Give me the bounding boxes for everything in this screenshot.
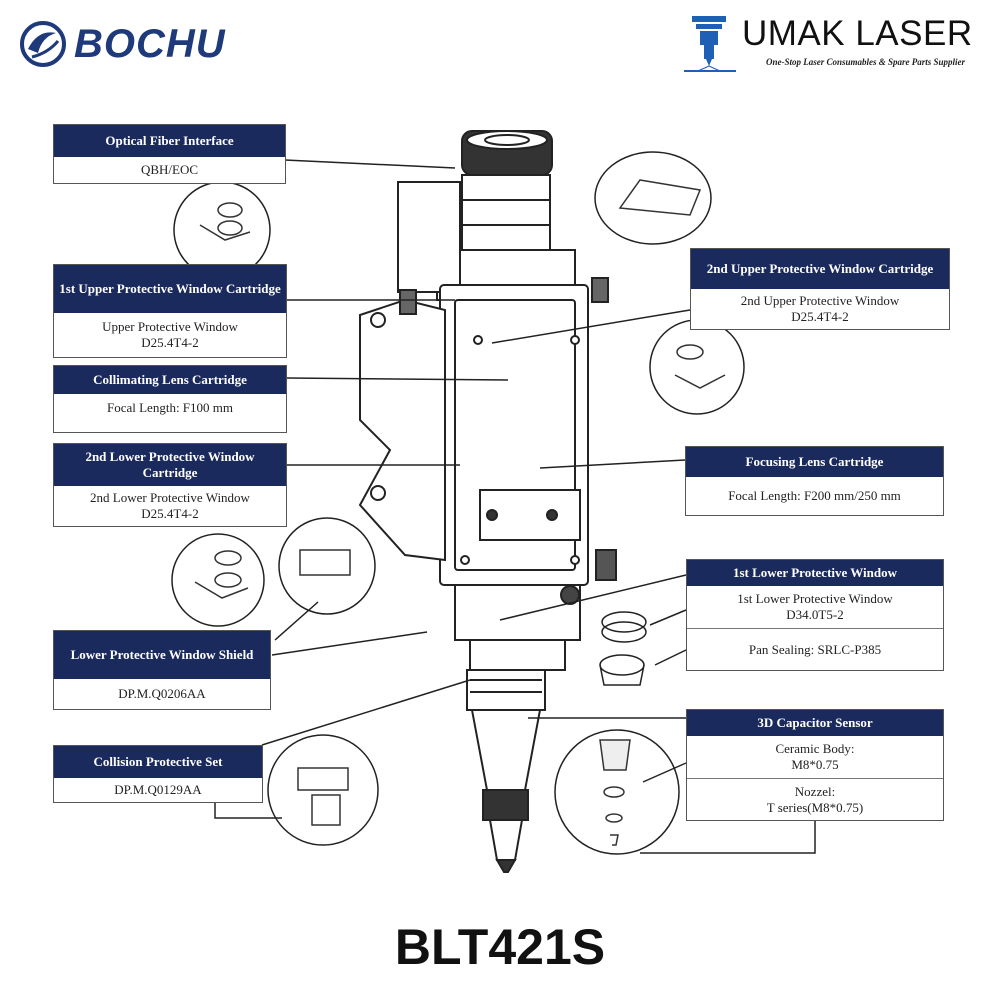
- label-value: M8*0.75: [791, 757, 839, 772]
- leader-lower1-part1: [649, 609, 687, 626]
- detail-circle-sensor: [554, 729, 680, 855]
- model-name: BLT421S: [394, 919, 606, 975]
- label-2nd-lower-protective-window-cartridge: 2nd Lower Protective Window Cartridge 2n…: [53, 443, 287, 527]
- label-value: D34.0T5-2: [786, 607, 844, 622]
- label-2nd-upper-protective-window-cartridge: 2nd Upper Protective Window Cartridge 2n…: [690, 248, 950, 330]
- label-value: QBH/EOC: [140, 162, 199, 177]
- label-value: Focal Length: F100 mm: [106, 400, 234, 415]
- leader-shield-circle: [274, 601, 319, 641]
- bochu-logo: BOCHU: [18, 18, 248, 70]
- umak-brand-name: UMAK LASER: [742, 14, 973, 53]
- label-title: 3D Capacitor Sensor: [687, 710, 943, 736]
- label-value: Focal Length: F200 mm/250 mm: [728, 488, 901, 503]
- label-title: 1st Upper Protective Window Cartridge: [54, 265, 286, 313]
- laser-head-logo-icon: [684, 16, 736, 72]
- label-value: D25.4T4-2: [791, 309, 849, 324]
- label-title: 1st Lower Protective Window: [687, 560, 943, 586]
- label-value: D25.4T4-2: [141, 506, 199, 521]
- leader-focusing: [539, 459, 686, 469]
- nozzle-collar: [466, 669, 546, 711]
- label-collision-protective-set: Collision Protective Set DP.M.Q0129AA: [53, 745, 263, 803]
- side-bracket: [397, 181, 461, 293]
- label-title: Focusing Lens Cartridge: [686, 447, 943, 477]
- bochu-brand-name: BOCHU: [74, 21, 226, 66]
- label-1st-upper-protective-window-cartridge: 1st Upper Protective Window Cartridge Up…: [53, 264, 287, 358]
- leader-lower1-part2: [654, 649, 687, 666]
- label-optical-fiber-interface: Optical Fiber Interface QBH/EOC: [53, 124, 286, 184]
- leader-collision: [261, 679, 471, 746]
- label-value: Upper Protective Window: [102, 319, 238, 334]
- label-title: 2nd Upper Protective Window Cartridge: [691, 249, 949, 289]
- label-value: D25.4T4-2: [141, 335, 199, 350]
- detail-circle-upper2: [594, 151, 712, 245]
- label-title: Lower Protective Window Shield: [54, 631, 270, 679]
- nozzle-cone: [470, 709, 542, 791]
- label-title: 2nd Lower Protective Window Cartridge: [54, 444, 286, 486]
- label-value: 2nd Upper Protective Window: [740, 293, 900, 308]
- label-lower-protective-window-shield: Lower Protective Window Shield DP.M.Q020…: [53, 630, 271, 710]
- umak-logo: UMAK LASER One-Stop Laser Consumables & …: [684, 14, 984, 76]
- label-value: T series(M8*0.75): [766, 799, 864, 815]
- leader-lower1: [499, 574, 687, 621]
- leader-collimating: [286, 377, 509, 381]
- label-value: Nozzel:: [794, 783, 836, 799]
- label-title: Collimating Lens Cartridge: [54, 366, 286, 394]
- label-collimating-lens-cartridge: Collimating Lens Cartridge Focal Length:…: [53, 365, 287, 433]
- label-value: DP.M.Q0129AA: [114, 782, 202, 797]
- leader-shield: [271, 631, 428, 656]
- label-value: DP.M.Q0206AA: [118, 686, 206, 701]
- leader-optical-fiber: [284, 159, 456, 169]
- label-title: Collision Protective Set: [54, 746, 262, 778]
- label-focusing-lens-cartridge: Focusing Lens Cartridge Focal Length: F2…: [685, 446, 944, 516]
- label-value: 2nd Lower Protective Window: [90, 490, 250, 505]
- left-mount-plate: [358, 298, 446, 562]
- fiber-connector-body: [461, 174, 551, 261]
- label-1st-lower-protective-window: 1st Lower Protective Window 1st Lower Pr…: [686, 559, 944, 671]
- leader-collision-circle: [214, 800, 282, 819]
- leader-sensor-body: [642, 762, 687, 783]
- detail-circle-lower2: [171, 533, 265, 627]
- label-value: 1st Lower Protective Window: [737, 591, 893, 606]
- lower-housing: [454, 584, 581, 641]
- umak-tagline: One-Stop Laser Consumables & Spare Parts…: [766, 57, 966, 67]
- label-3d-capacitor-sensor: 3D Capacitor Sensor Ceramic Body: M8*0.7…: [686, 709, 944, 821]
- bochu-swirl-logo-icon: [20, 21, 66, 67]
- leader-upper2: [491, 309, 691, 344]
- detail-circle-upper2-window: [649, 319, 745, 415]
- leader-sensor-nozzle: [640, 820, 816, 854]
- label-value: Pan Sealing: SRLC-P385: [748, 641, 882, 657]
- label-title: Optical Fiber Interface: [54, 125, 285, 157]
- detail-circle-shield: [278, 517, 376, 615]
- label-value: Ceramic Body:: [775, 741, 855, 756]
